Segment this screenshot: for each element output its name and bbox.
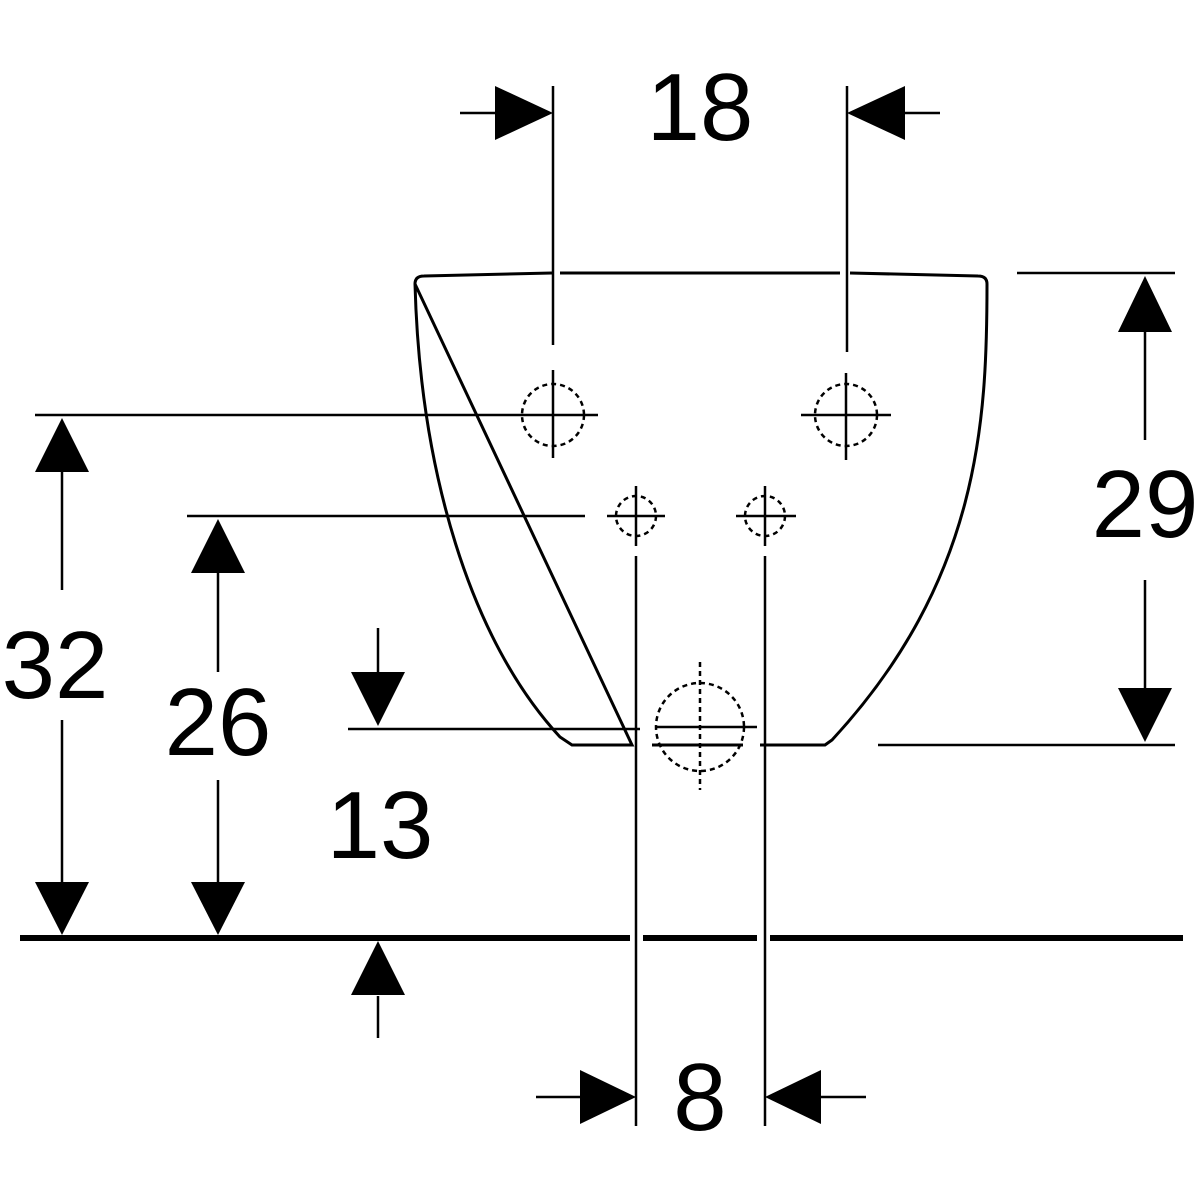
dimension-8-label: 8 [673, 1044, 726, 1151]
dimension-29-label: 29 [1092, 451, 1199, 558]
drain-hole [654, 662, 757, 790]
dimension-26-label: 26 [165, 669, 272, 776]
dimension-13: 13 [327, 628, 640, 1038]
dimension-18-label: 18 [647, 54, 754, 161]
top-left-mount-hole [500, 370, 598, 458]
dimension-32: 32 [2, 413, 500, 935]
mid-right-hole [736, 486, 796, 546]
dimension-18: 18 [460, 54, 940, 352]
dimension-8: 8 [536, 556, 866, 1151]
dimension-32-label: 32 [2, 612, 109, 719]
top-right-mount-hole [801, 373, 891, 460]
dimension-13-label: 13 [327, 772, 434, 879]
mid-left-hole [607, 486, 665, 546]
dimension-29: 29 [878, 271, 1199, 747]
dimension-26: 26 [165, 514, 585, 935]
fixture-outline [413, 271, 989, 747]
